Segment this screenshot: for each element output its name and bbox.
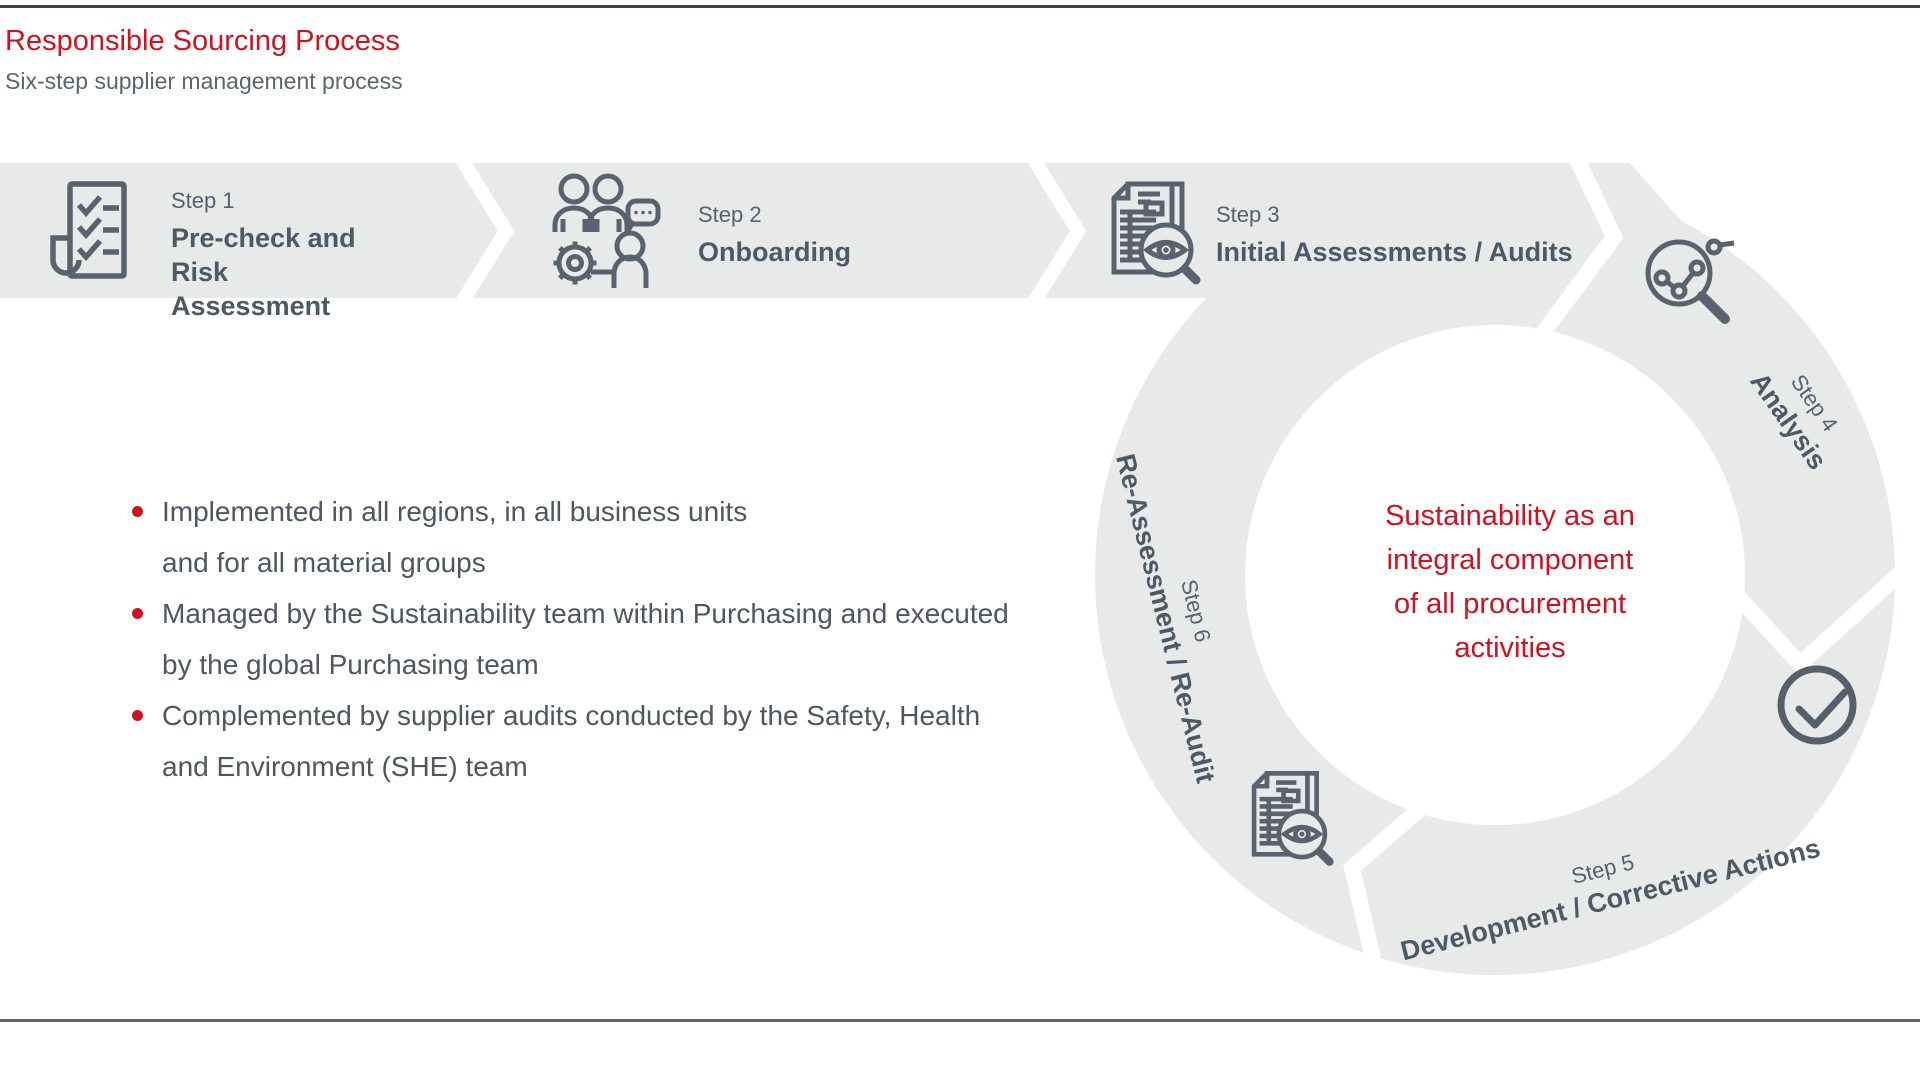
band-step-1: Step 1 Pre-check and Risk Assessment: [171, 188, 381, 323]
bullet-text-line: by the global Purchasing team: [162, 649, 539, 680]
bullet-icon: [132, 710, 143, 721]
bottom-rule: [0, 1019, 1920, 1022]
center-message-line: Sustainability as an: [1385, 500, 1635, 532]
team-gear-speech-icon: [552, 173, 661, 288]
chevron-separator-4: [1725, 562, 1912, 676]
bullet-icon: [132, 506, 143, 517]
bullet-icon: [132, 608, 143, 619]
list-item: Implemented in all regions, in all busin…: [132, 486, 1009, 588]
bullet-text-line: and for all material groups: [162, 547, 486, 578]
step-3-label: Step 3: [1216, 202, 1280, 227]
bullet-list: Implemented in all regions, in all busin…: [132, 486, 1009, 792]
top-rule: [0, 5, 1920, 8]
chevron-separator-3: [1530, 132, 1624, 346]
chart-magnifier-icon: [1645, 238, 1735, 324]
segment-separators: [450, 132, 1912, 990]
step-1-name: Pre-check and Risk Assessment: [171, 223, 356, 321]
step-3-name: Initial Assessments / Audits: [1216, 237, 1573, 267]
step-2-name: Onboarding: [698, 237, 851, 267]
center-message-line: of all procurement: [1393, 588, 1627, 620]
process-ring: [1095, 175, 1895, 975]
chevron-separator-2: [1022, 146, 1087, 316]
center-message: Sustainability as an integral component …: [1340, 494, 1680, 670]
chevron-separator-1: [450, 146, 515, 316]
page-title: Responsible Sourcing Process: [5, 25, 400, 57]
page-subtitle: Six-step supplier management process: [5, 68, 403, 94]
band-step-2: Step 2 Onboarding: [698, 202, 851, 269]
list-item: Managed by the Sustainability team withi…: [132, 588, 1009, 690]
bullet-text-line: Complemented by supplier audits conducte…: [162, 700, 981, 731]
center-message-line: integral component: [1386, 544, 1634, 576]
bullet-text-line: and Environment (SHE) team: [162, 751, 528, 782]
band-step-3: Step 3 Initial Assessments / Audits: [1216, 202, 1573, 269]
step-2-label: Step 2: [698, 202, 762, 227]
check-circle-icon: [1777, 665, 1857, 745]
bullet-text-line: Implemented in all regions, in all busin…: [162, 496, 748, 527]
checklist-document-icon: [50, 181, 127, 279]
step-1-label: Step 1: [171, 188, 235, 213]
bullet-text-line: Managed by the Sustainability team withi…: [162, 598, 1009, 629]
list-item: Complemented by supplier audits conducte…: [132, 690, 1009, 792]
center-message-line: activities: [1454, 632, 1566, 664]
chevron-separator-5: [1343, 795, 1434, 990]
